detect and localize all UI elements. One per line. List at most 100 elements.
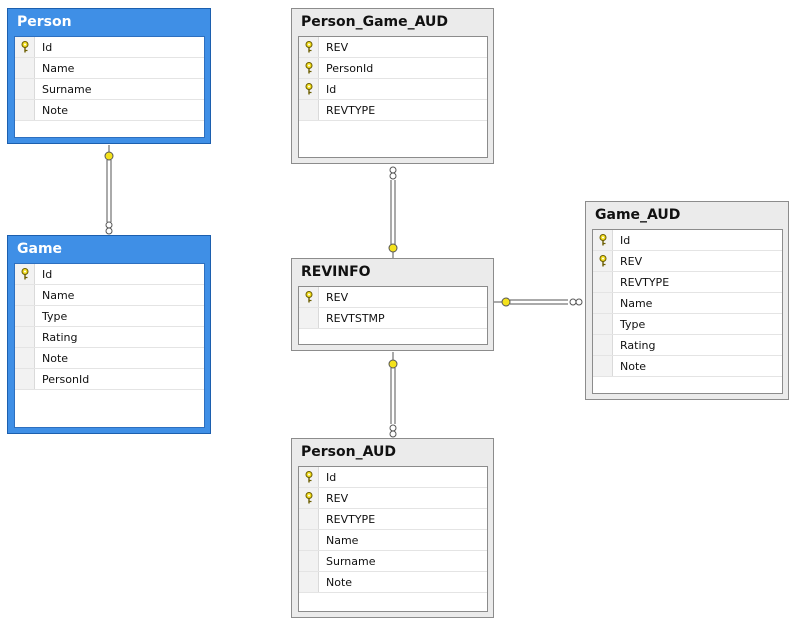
column-row[interactable]: REVTSTMP (299, 308, 487, 329)
infinity-endpoint-icon (389, 424, 397, 438)
column-name: Name (42, 288, 75, 302)
column-name: REVTYPE (326, 103, 376, 117)
column-row[interactable]: REV (299, 488, 487, 509)
row-header (593, 251, 613, 271)
relationship-game-aud-revinfo[interactable] (510, 299, 568, 305)
column-row[interactable]: REV (299, 287, 487, 308)
column-row[interactable]: Name (15, 58, 204, 79)
table-title: REVINFO (301, 264, 371, 280)
row-header (593, 272, 613, 292)
column-row[interactable]: Note (15, 100, 204, 121)
column-row[interactable]: Name (593, 293, 782, 314)
column-name: Id (42, 267, 53, 281)
table-revinfo[interactable]: REVINFO REV REVTSTMP (291, 258, 494, 351)
key-icon (305, 83, 312, 95)
column-row[interactable]: REVTYPE (299, 509, 487, 530)
row-header (15, 58, 35, 78)
column-row[interactable]: Type (593, 314, 782, 335)
row-header (593, 356, 613, 376)
column-row[interactable]: Name (15, 285, 204, 306)
column-row[interactable]: Id (15, 37, 204, 58)
column-row[interactable]: Surname (299, 551, 487, 572)
row-header (15, 79, 35, 99)
column-name: Note (42, 103, 69, 117)
row-header (15, 369, 35, 389)
column-name: Name (620, 296, 653, 310)
column-name: REV (326, 290, 349, 304)
column-row[interactable]: REVTYPE (593, 272, 782, 293)
infinity-endpoint-icon (105, 221, 113, 235)
row-header (593, 293, 613, 313)
column-row[interactable]: Id (15, 264, 204, 285)
column-name: REV (326, 491, 349, 505)
column-row[interactable]: Name (299, 530, 487, 551)
row-header (15, 285, 35, 305)
column-name: Id (326, 82, 337, 96)
relationship-person-aud-revinfo[interactable] (390, 368, 396, 424)
row-header (299, 100, 319, 120)
row-header (299, 530, 319, 550)
column-row[interactable]: REV (299, 37, 487, 58)
row-header (15, 306, 35, 326)
key-icon (305, 471, 312, 483)
column-name: REVTYPE (620, 275, 670, 289)
row-header (299, 551, 319, 571)
relationship-person-game-aud-revinfo[interactable] (390, 180, 396, 246)
row-header (299, 509, 319, 529)
column-name: Id (42, 40, 53, 54)
column-name: Surname (42, 82, 92, 96)
column-row[interactable]: Rating (593, 335, 782, 356)
column-row[interactable]: PersonId (299, 58, 487, 79)
key-endpoint-icon (388, 243, 398, 258)
column-name: PersonId (42, 372, 90, 386)
row-header (299, 467, 319, 487)
key-icon (599, 255, 606, 267)
row-header (299, 572, 319, 592)
table-title: Game (17, 241, 63, 257)
column-row[interactable]: Id (299, 467, 487, 488)
column-row[interactable]: REVTYPE (299, 100, 487, 121)
column-name: Name (42, 61, 75, 75)
column-row[interactable]: Note (299, 572, 487, 593)
table-title: Game_AUD (595, 207, 681, 223)
key-icon (21, 41, 28, 53)
column-grid: REV REVTSTMP (298, 286, 488, 345)
column-row[interactable]: PersonId (15, 369, 204, 390)
infinity-endpoint-icon (389, 166, 397, 180)
key-icon (305, 492, 312, 504)
column-row[interactable]: Note (15, 348, 204, 369)
row-header (15, 264, 35, 284)
column-name: Type (42, 309, 68, 323)
row-header (15, 100, 35, 120)
row-header (15, 348, 35, 368)
row-header (593, 335, 613, 355)
column-name: Id (620, 233, 631, 247)
key-endpoint-icon (388, 352, 398, 369)
relationship-game-person[interactable] (106, 160, 112, 222)
key-icon (305, 41, 312, 53)
column-name: Rating (620, 338, 656, 352)
row-header (299, 488, 319, 508)
infinity-endpoint-icon (569, 298, 583, 306)
column-row[interactable]: Id (299, 79, 487, 100)
column-row[interactable]: Surname (15, 79, 204, 100)
column-name: Note (620, 359, 647, 373)
row-header (593, 230, 613, 250)
column-row[interactable]: Rating (15, 327, 204, 348)
column-row[interactable]: REV (593, 251, 782, 272)
row-header (299, 287, 319, 307)
row-header (15, 37, 35, 57)
key-icon (21, 268, 28, 280)
column-row[interactable]: Note (593, 356, 782, 377)
column-row[interactable]: Type (15, 306, 204, 327)
key-icon (599, 234, 606, 246)
table-title: Person_AUD (301, 444, 396, 460)
column-row[interactable]: Id (593, 230, 782, 251)
row-header (593, 314, 613, 334)
